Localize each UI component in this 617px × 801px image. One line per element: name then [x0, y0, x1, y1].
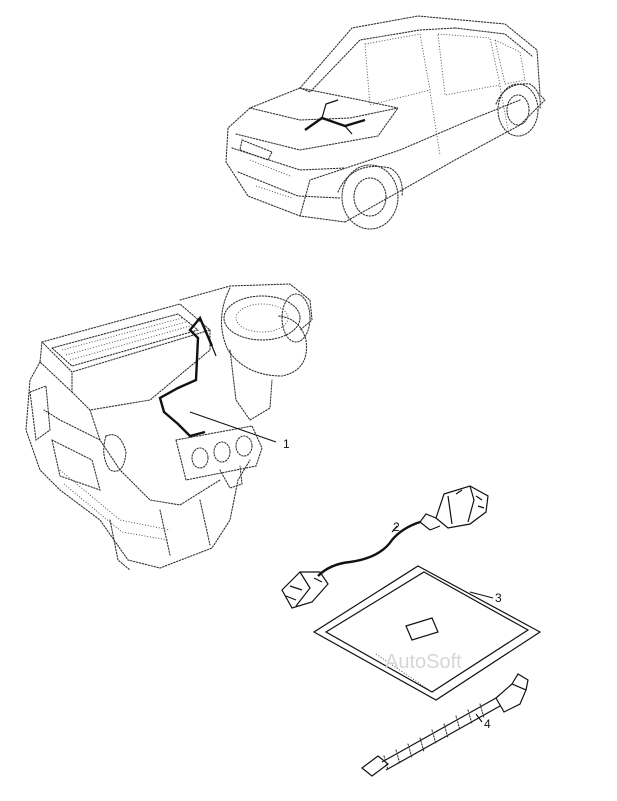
callout-2: 2 [393, 520, 400, 534]
insulation-mat [312, 565, 542, 701]
watermark: AutoSoft [385, 651, 462, 673]
leader-line-4 [475, 713, 483, 723]
callout-1: 1 [283, 437, 290, 451]
leader-line-2 [391, 525, 398, 533]
heater-unit-illustration [25, 283, 313, 571]
cable-tie [361, 673, 529, 777]
callout-3: 3 [495, 591, 502, 605]
callout-4: 4 [484, 717, 491, 731]
leader-line-3 [469, 591, 494, 599]
vehicle-illustration [225, 15, 546, 230]
connector-harness [281, 485, 489, 609]
leader-line-1 [189, 411, 277, 443]
